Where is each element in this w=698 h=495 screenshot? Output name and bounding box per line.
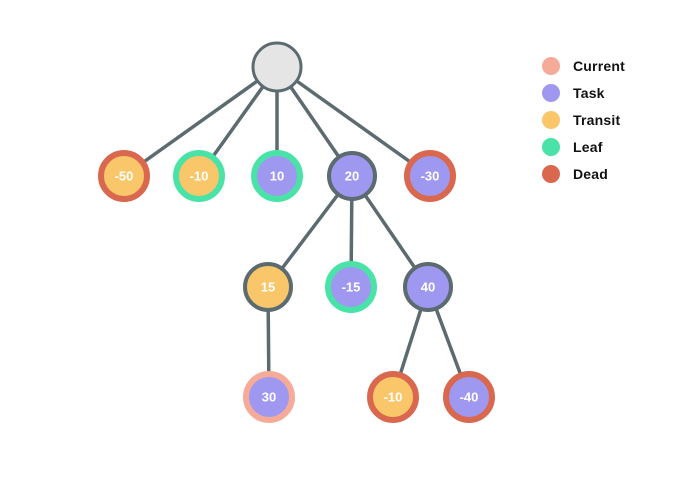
tree-node-n_m40 <box>443 371 495 423</box>
legend-item-current: Current <box>542 57 625 75</box>
tree-edge-root-n_m50 <box>122 65 279 178</box>
tree-node-n_m30 <box>404 150 456 202</box>
legend-item-task: Task <box>542 84 625 102</box>
tree-node-n_m10_top <box>173 150 225 202</box>
legend-label-leaf: Leaf <box>573 139 603 155</box>
tree-node-n_m50 <box>98 150 150 202</box>
tree-node-label-n_20: 20 <box>345 169 359 184</box>
tree-edge-root-n_m30 <box>275 65 432 178</box>
tree-node-label-n_10: 10 <box>270 169 284 184</box>
tree-node-label-n_m40: -40 <box>460 390 479 405</box>
legend-item-transit: Transit <box>542 111 625 129</box>
tree-node-root <box>251 41 303 93</box>
legend-item-dead: Dead <box>542 165 625 183</box>
legend-label-transit: Transit <box>573 112 621 128</box>
tree-node-n_30 <box>243 371 295 423</box>
tree-node-n_10 <box>251 150 303 202</box>
tree-node-n_20 <box>327 151 377 201</box>
tree-node-n_40 <box>403 262 453 312</box>
tree-node-label-n_m50: -50 <box>115 169 134 184</box>
legend-item-leaf: Leaf <box>542 138 625 156</box>
tree-node-n_15 <box>243 262 293 312</box>
tree-node-label-n_m10_bot: -10 <box>384 390 403 405</box>
tree-node-label-n_m15: -15 <box>342 280 361 295</box>
legend-swatch-dead <box>542 165 560 183</box>
legend-swatch-leaf <box>542 138 560 156</box>
legend: Current Task Transit Leaf Dead <box>542 57 625 183</box>
tree-node-label-n_m30: -30 <box>421 169 440 184</box>
legend-swatch-current <box>542 57 560 75</box>
tree-node-label-n_m10_top: -10 <box>190 169 209 184</box>
legend-label-current: Current <box>573 58 625 74</box>
legend-swatch-transit <box>542 111 560 129</box>
tree-node-n_m10_bot <box>367 371 419 423</box>
legend-swatch-task <box>542 84 560 102</box>
legend-label-task: Task <box>573 85 605 101</box>
tree-node-label-n_15: 15 <box>261 280 275 295</box>
tree-node-n_m15 <box>325 261 377 313</box>
legend-label-dead: Dead <box>573 166 609 182</box>
tree-node-label-n_40: 40 <box>421 280 435 295</box>
tree-node-label-n_30: 30 <box>262 390 276 405</box>
